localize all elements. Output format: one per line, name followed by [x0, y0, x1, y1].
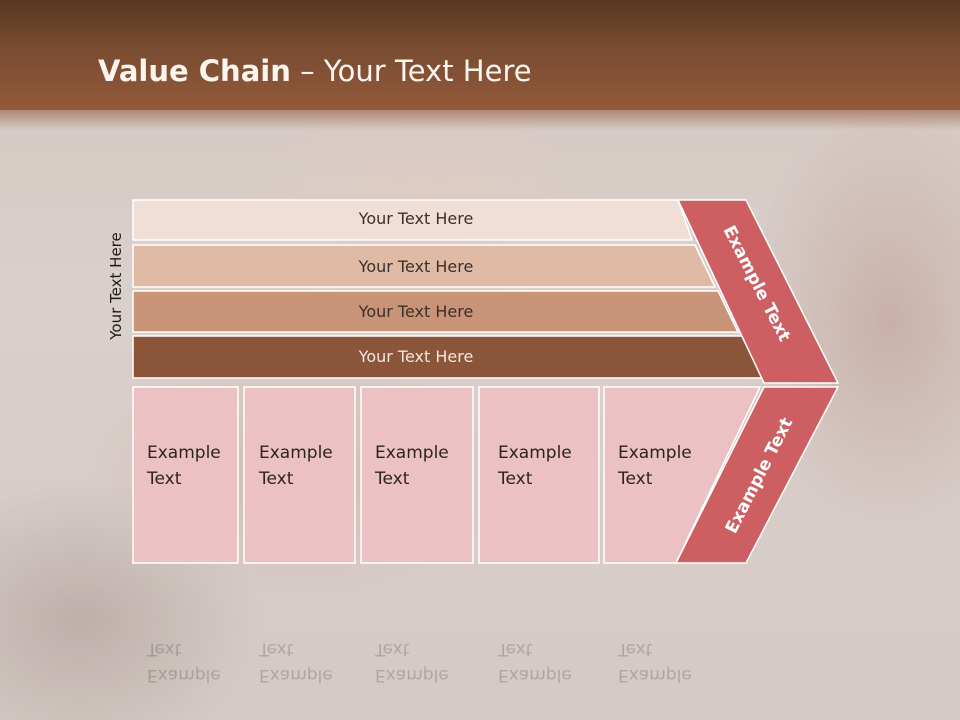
cell-4[interactable] [478, 386, 600, 564]
band-3[interactable] [132, 290, 740, 333]
band-2[interactable] [132, 244, 717, 288]
band-2-label: Your Text Here [358, 257, 474, 276]
chevron-upper[interactable] [676, 199, 840, 384]
cell-3[interactable] [360, 386, 474, 564]
title-bold: Value Chain [98, 54, 291, 88]
band-1-label: Your Text Here [358, 209, 474, 228]
cell-1[interactable] [132, 386, 239, 564]
title-bar [0, 0, 960, 110]
title-bar-fade [0, 106, 960, 130]
chevron-lower[interactable] [674, 386, 840, 564]
cell-2[interactable] [243, 386, 356, 564]
band-3-label: Your Text Here [358, 302, 474, 321]
title-rest: – Your Text Here [290, 54, 532, 88]
band-1[interactable] [132, 199, 694, 241]
band-4-label: Your Text Here [358, 347, 474, 366]
slide-title[interactable]: Value Chain – Your Text Here [98, 54, 532, 88]
